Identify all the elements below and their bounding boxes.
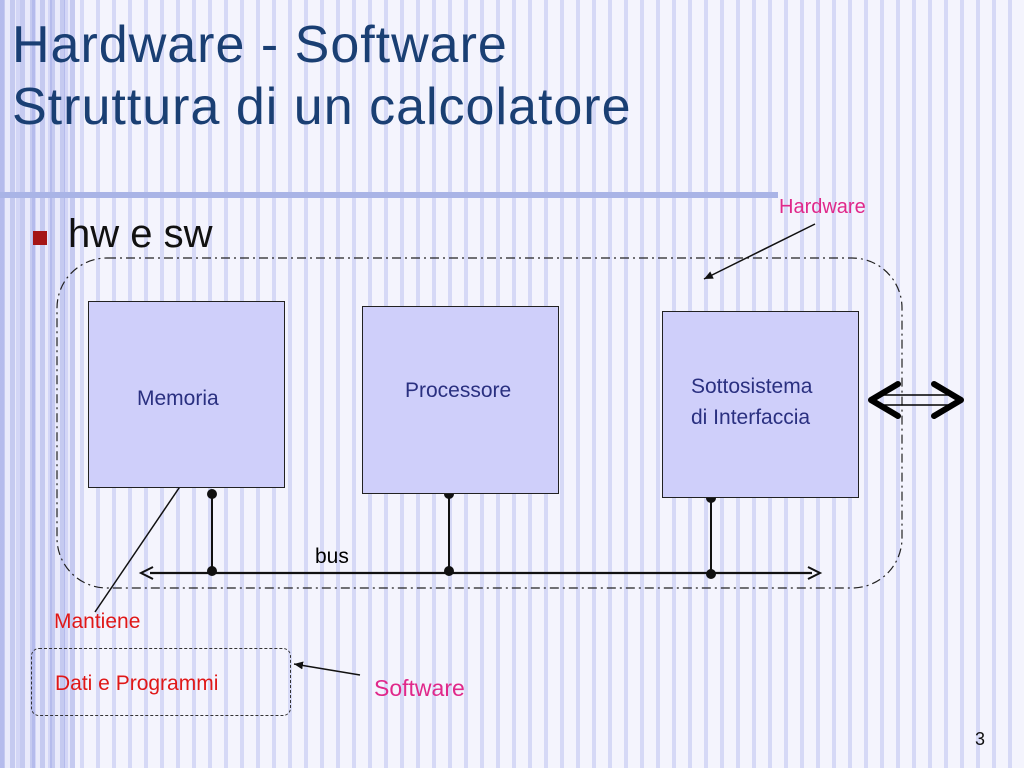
bus-label: bus [315, 545, 349, 568]
background-stripes [0, 0, 75, 768]
dati-programmi-label: Dati e Programmi [55, 672, 219, 695]
bus-connector-processore [444, 489, 454, 576]
software-box [31, 648, 291, 716]
hardware-arrow [703, 223, 816, 280]
title-line-1: Hardware - Software [12, 16, 508, 74]
bullet-text: hw e sw [68, 212, 213, 256]
slide-title: Hardware - Software Struttura di un calc… [12, 14, 632, 138]
bus-line [138, 566, 823, 580]
software-arrow [293, 661, 361, 676]
interfaccia-label-line1: Sottosistema [691, 375, 813, 398]
interfaccia-block: Sottosistema di Interfaccia [662, 311, 859, 498]
bullet-square-icon [33, 231, 47, 245]
title-underline [0, 192, 778, 198]
io-double-arrow-icon [868, 381, 964, 419]
processore-label: Processore [405, 379, 512, 402]
title-line-2: Struttura di un calcolatore [12, 78, 632, 136]
software-label: Software [374, 675, 465, 701]
memoria-block: Memoria [88, 301, 285, 488]
bus-connector-interfaccia [706, 493, 716, 579]
bus-connector-memoria [207, 489, 217, 576]
interfaccia-label-line2: di Interfaccia [691, 406, 811, 429]
processore-block: Processore [362, 306, 559, 494]
hardware-boundary [56, 257, 903, 589]
mantiene-label: Mantiene [54, 610, 141, 633]
memoria-label: Memoria [137, 387, 219, 410]
hardware-label: Hardware [779, 196, 866, 218]
page-number: 3 [975, 729, 986, 749]
